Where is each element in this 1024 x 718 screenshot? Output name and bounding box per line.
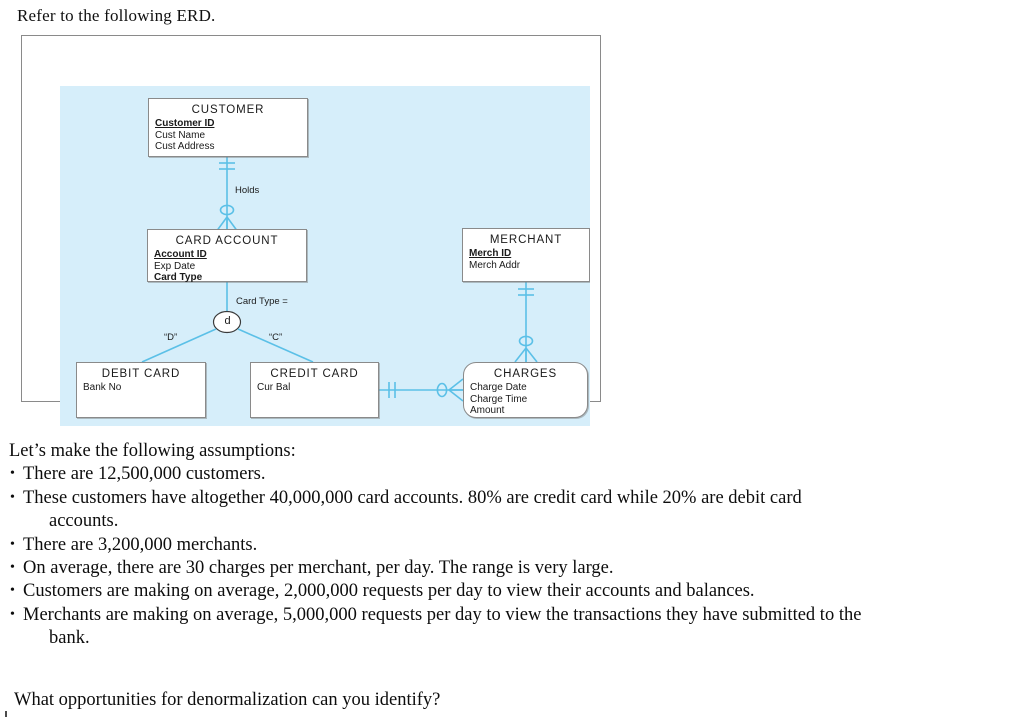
entity-customer-attributes: Customer ID Cust Name Cust Address — [155, 118, 307, 153]
erd-canvas: CUSTOMER Customer ID Cust Name Cust Addr… — [60, 86, 590, 426]
attribute-account-id: Account ID — [154, 249, 207, 260]
entity-customer[interactable]: CUSTOMER Customer ID Cust Name Cust Addr… — [148, 98, 308, 157]
list-item: • Customers are making on average, 2,000… — [9, 580, 1017, 603]
bullet-glyph: • — [10, 560, 15, 576]
entity-merchant-name: MERCHANT — [489, 234, 563, 246]
entity-credit-card-name: CREDIT CARD — [270, 368, 359, 380]
list-item-continuation: bank. — [49, 628, 90, 649]
list-item-text: There are 12,500,000 customers. — [23, 464, 266, 485]
entity-debit-card-attributes: Bank No — [83, 382, 205, 394]
list-item: • Merchants are making on average, 5,000… — [9, 604, 1017, 651]
page-title: Refer to the following ERD. — [17, 6, 216, 25]
entity-card-account-attributes: Account ID Exp Date Card Type — [154, 249, 306, 284]
attribute-bank-no: Bank No — [83, 382, 122, 393]
bullet-glyph: • — [10, 489, 15, 505]
attribute-amount: Amount — [470, 405, 505, 416]
question-text: What opportunities for denormalization c… — [14, 690, 441, 710]
list-item: • On average, there are 30 charges per m… — [9, 557, 1017, 580]
entity-card-account-name: CARD ACCOUNT — [175, 235, 279, 247]
subtype-value-debit: “D” — [164, 332, 178, 343]
subtype-value-credit: “C” — [269, 332, 283, 343]
list-item: • There are 3,200,000 merchants. — [9, 534, 1017, 557]
entity-merchant[interactable]: MERCHANT Merch ID Merch Addr — [462, 228, 590, 282]
entity-credit-card[interactable]: CREDIT CARD Cur Bal — [250, 362, 379, 418]
entity-card-account[interactable]: CARD ACCOUNT Account ID Exp Date Card Ty… — [147, 229, 307, 284]
entity-charges[interactable]: CHARGES Charge Date Charge Time Amount — [463, 362, 588, 418]
erd-figure-frame: CUSTOMER Customer ID Cust Name Cust Addr… — [21, 35, 601, 426]
bullet-glyph: • — [10, 466, 15, 482]
list-item-continuation: accounts. — [49, 511, 119, 532]
entity-credit-card-attributes: Cur Bal — [257, 382, 378, 394]
attribute-cust-address: Cust Address — [155, 141, 215, 152]
disjoint-marker-d: d — [224, 315, 231, 327]
list-item-text: There are 3,200,000 merchants. — [23, 534, 258, 555]
list-item: • These customers have altogether 40,000… — [9, 487, 1017, 534]
entity-debit-card[interactable]: DEBIT CARD Bank No — [76, 362, 206, 418]
attribute-customer-id: Customer ID — [155, 118, 215, 129]
entity-debit-card-name: DEBIT CARD — [101, 368, 181, 380]
list-item: • There are 12,500,000 customers. — [9, 463, 1017, 486]
attribute-charge-time: Charge Time — [470, 393, 528, 405]
bullet-glyph: • — [10, 583, 15, 599]
assumptions-lead: Let’s make the following assumptions: — [9, 441, 296, 461]
attribute-merch-id: Merch ID — [469, 248, 512, 259]
page-artifact-mark — [5, 711, 7, 717]
list-item-text: These customers have altogether 40,000,0… — [23, 487, 802, 508]
list-item-text: Customers are making on average, 2,000,0… — [23, 581, 755, 602]
attribute-charge-date: Charge Date — [470, 382, 527, 393]
list-item-text: Merchants are making on average, 5,000,0… — [23, 604, 862, 625]
entity-charges-name: CHARGES — [493, 368, 558, 380]
entity-customer-name: CUSTOMER — [191, 104, 265, 116]
bullet-glyph: • — [10, 606, 15, 622]
attribute-cur-bal: Cur Bal — [257, 382, 291, 393]
assumptions-list: • There are 12,500,000 customers. • Thes… — [9, 463, 1017, 650]
assumptions-section: Let’s make the following assumptions: • … — [9, 440, 1017, 651]
attribute-card-type: Card Type — [154, 272, 203, 283]
attribute-merch-addr: Merch Addr — [469, 259, 521, 271]
entity-charges-attributes: Charge Date Charge Time Amount — [470, 382, 587, 417]
discriminator-label-card-type: Card Type = — [236, 296, 288, 307]
attribute-exp-date: Exp Date — [154, 260, 196, 272]
attribute-cust-name: Cust Name — [155, 129, 206, 141]
relationship-label-holds: Holds — [235, 185, 260, 196]
bullet-glyph: • — [10, 536, 15, 552]
list-item-text: On average, there are 30 charges per mer… — [23, 558, 614, 579]
entity-merchant-attributes: Merch ID Merch Addr — [469, 248, 589, 271]
